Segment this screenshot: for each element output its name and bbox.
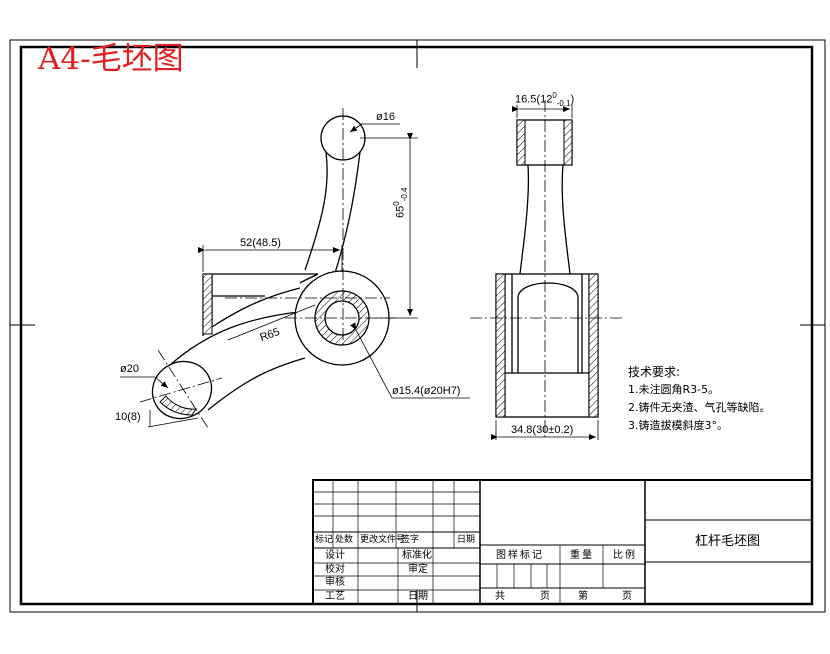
tb-label-design: 设计: [325, 550, 345, 561]
tb-label-scale: 比例: [613, 550, 637, 561]
dim-end-thickness: 10(8): [115, 411, 141, 423]
tb-label-pages-2: 页: [622, 591, 632, 602]
tb-label-check: 校对: [325, 564, 345, 575]
tb-label-sheet: 第: [578, 591, 588, 602]
sheet-caption: A4-毛坯图: [38, 41, 184, 77]
dim-bottom-width: 34.8(30±0.2): [511, 424, 574, 436]
tb-label-process: 工艺: [325, 591, 345, 602]
tb-label-weight: 重量: [570, 550, 594, 561]
dim-top-width-value: 16.5(12: [515, 93, 553, 106]
dim-height-tol: 0: [392, 201, 401, 206]
dim-top-width-close: ): [570, 93, 575, 106]
note-3: 3.铸造拔模斜度3°。: [628, 419, 728, 432]
tb-label-approve: 审定: [408, 564, 428, 575]
dim-height: 650-0.4: [392, 187, 409, 219]
dim-end-dia: ø20: [120, 363, 139, 375]
side-centerlines: [470, 100, 625, 440]
side-view: [495, 119, 599, 418]
dim-top-width-tol: 0: [552, 91, 557, 100]
dim-horizontal: 52(48.5): [240, 237, 281, 249]
side-dimensions: [491, 105, 599, 440]
outer-frame: [9, 39, 826, 613]
front-view: [151, 115, 390, 420]
tb-label-date: 日期: [457, 535, 476, 545]
dim-top-width: 16.5(120-0.1): [515, 92, 574, 108]
dim-boss-dia: ø16: [376, 111, 395, 123]
tb-label-total: 共: [495, 591, 505, 602]
dim-height-value: 65: [394, 205, 407, 218]
tb-label-count: 处数: [335, 535, 354, 545]
tb-label-pages-1: 页: [540, 591, 550, 602]
title-block-lines: [312, 479, 813, 605]
tb-label-standardization: 标准化: [402, 550, 432, 561]
note-2: 2.铸件无夹渣、气孔等缺陷。: [628, 401, 771, 414]
bracket-hatch: [202, 273, 213, 335]
front-dimensions: [120, 123, 470, 428]
note-1: 1.未注圆角R3-5。: [628, 383, 720, 396]
dim-height-tol-low: -0.4: [399, 187, 409, 202]
part-name: 杠杆毛坯图: [695, 534, 761, 549]
tb-label-mark: 标记: [315, 535, 334, 545]
tb-label-sign: 签字: [401, 535, 420, 545]
tb-label-change-doc: 更改文件号: [360, 535, 406, 545]
tb-label-review: 审核: [325, 577, 345, 588]
tb-label-drawing-mark: 图样标记: [496, 550, 544, 561]
centering-marks: [10, 40, 825, 612]
notes-heading: 技术要求:: [628, 365, 681, 379]
tb-label-mid-date: 日期: [408, 591, 428, 602]
dim-bore: ø15.4(ø20H7): [392, 385, 461, 397]
dim-top-width-tol-low: -0.1: [556, 98, 571, 108]
side-hatches: [495, 119, 599, 418]
